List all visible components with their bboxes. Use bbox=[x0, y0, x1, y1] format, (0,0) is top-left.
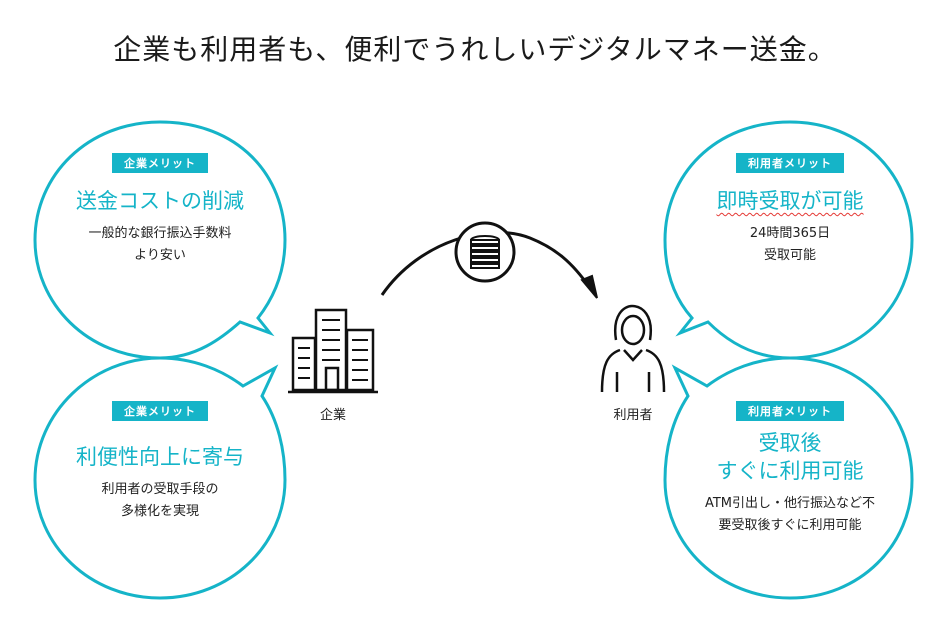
benefit-description: 一般的な銀行振込手数料 より安い bbox=[40, 223, 280, 267]
benefit-company-convenience: 企業メリット 利便性向上に寄与 利用者の受取手段の 多様化を実現 bbox=[40, 400, 280, 523]
benefit-user-instant: 利用者メリット 即時受取が可能 24時間365日 受取可能 bbox=[670, 152, 910, 267]
desc-line: 受取可能 bbox=[763, 248, 816, 263]
benefit-heading: 送金コストの削減 bbox=[76, 189, 244, 213]
heading-line: 受取後 bbox=[758, 431, 822, 455]
benefit-company-cost: 企業メリット 送金コストの削減 一般的な銀行振込手数料 より安い bbox=[40, 152, 280, 267]
benefit-heading-text: 即時受取が可能 bbox=[716, 189, 864, 213]
speech-bubble-company-convenience bbox=[33, 356, 287, 600]
company-label: 企業 bbox=[319, 408, 346, 423]
desc-line: ATM引出し・他行振込など不 bbox=[704, 496, 876, 511]
buildings-icon bbox=[288, 308, 378, 394]
benefit-badge: 企業メリット bbox=[112, 153, 208, 173]
benefit-description: ATM引出し・他行振込など不 要受取後すぐに利用可能 bbox=[670, 493, 910, 537]
benefit-badge: 利用者メリット bbox=[736, 401, 844, 421]
person-icon bbox=[600, 304, 666, 393]
speech-bubble-user-instant bbox=[663, 120, 914, 360]
benefit-user-usable: 利用者メリット 受取後 すぐに利用可能 ATM引出し・他行振込など不 要受取後す… bbox=[670, 400, 910, 537]
desc-line: 利用者の受取手段の bbox=[101, 482, 219, 497]
benefit-description: 24時間365日 受取可能 bbox=[670, 223, 910, 267]
desc-line: 多様化を実現 bbox=[120, 504, 199, 519]
arrow-head-icon bbox=[580, 274, 598, 299]
benefit-badge: 企業メリット bbox=[112, 401, 208, 421]
desc-line: 24時間365日 bbox=[749, 226, 831, 241]
desc-line: 要受取後すぐに利用可能 bbox=[718, 518, 862, 533]
benefit-heading: 利便性向上に寄与 bbox=[76, 445, 244, 469]
speech-bubble-user-usable bbox=[663, 356, 914, 600]
desc-line: 一般的な銀行振込手数料 bbox=[88, 226, 232, 241]
benefit-badge: 利用者メリット bbox=[736, 153, 844, 173]
coins-icon bbox=[454, 221, 516, 283]
desc-line: より安い bbox=[134, 248, 186, 263]
benefit-description: 利用者の受取手段の 多様化を実現 bbox=[40, 479, 280, 523]
heading-line: すぐに利用可能 bbox=[716, 459, 864, 483]
speech-bubble-company-cost bbox=[33, 120, 287, 360]
benefit-heading: 受取後 すぐに利用可能 bbox=[670, 429, 910, 485]
page-title: 企業も利用者も、便利でうれしいデジタルマネー送金。 bbox=[113, 33, 837, 66]
benefit-heading: 即時受取が可能 bbox=[670, 187, 910, 215]
user-label: 利用者 bbox=[613, 408, 653, 423]
curved-arrow-icon bbox=[380, 230, 592, 296]
